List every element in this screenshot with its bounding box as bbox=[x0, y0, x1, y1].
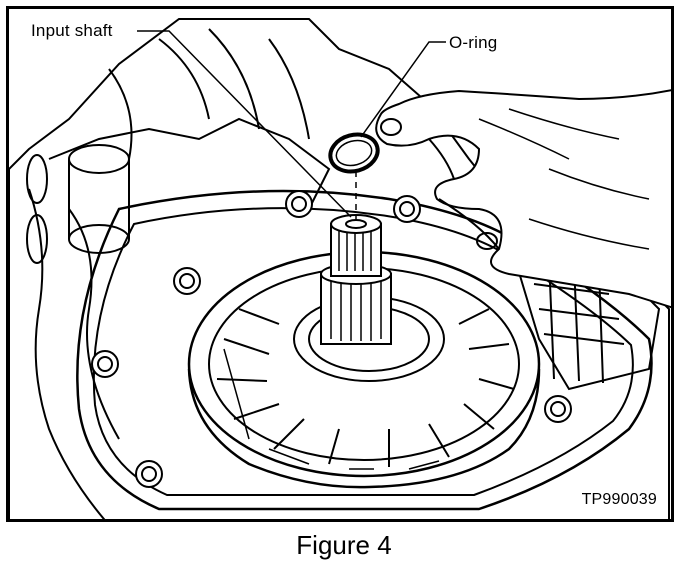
o-ring-label: O-ring bbox=[449, 33, 498, 52]
bolts bbox=[91, 190, 572, 488]
transmission-illustration bbox=[9, 18, 671, 519]
input-shaft bbox=[320, 214, 392, 345]
o-ring-leader bbox=[360, 41, 446, 138]
figure-frame: Input shaft O-ring TP990039 bbox=[6, 6, 674, 522]
o-ring bbox=[328, 132, 380, 174]
input-shaft-label: Input shaft bbox=[31, 21, 113, 40]
input-shaft-leader bbox=[137, 30, 352, 218]
figure-caption: Figure 4 bbox=[296, 530, 392, 560]
figure-code: TP990039 bbox=[581, 491, 657, 508]
hand bbox=[375, 89, 671, 309]
